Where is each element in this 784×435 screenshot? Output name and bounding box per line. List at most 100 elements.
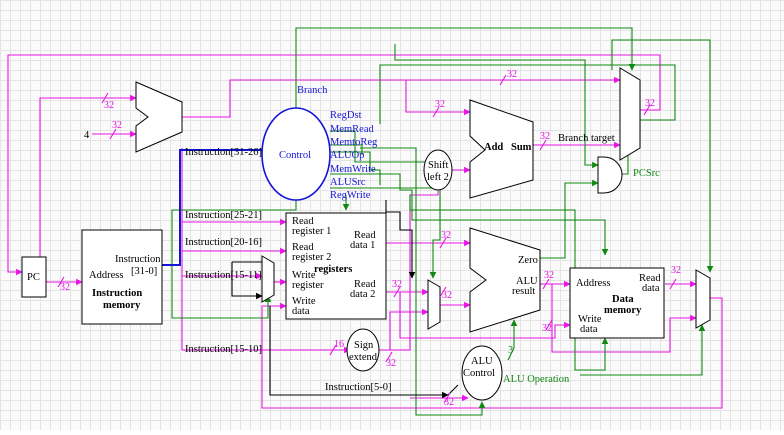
sum-label: Sum <box>511 142 532 153</box>
dmem-write-label-2: data <box>580 324 598 335</box>
width-pc4-mux: 32 <box>507 69 517 80</box>
width-pc-adder: 32 <box>104 100 114 111</box>
width-mux-out: 32 <box>645 98 655 109</box>
pcsrc-label: PCSrc <box>633 168 660 179</box>
branch-target-label: Branch target <box>558 133 615 144</box>
read-data-2-a: Read <box>354 279 376 290</box>
pcsrc-mux <box>619 67 641 161</box>
field-31-26: Instruction[31-26] <box>185 147 262 158</box>
black-wires <box>231 200 459 399</box>
read-data-1-a: Read <box>354 230 376 241</box>
writeback-mux <box>695 269 711 329</box>
dmem-read-label-1: Read <box>639 273 661 284</box>
alusrc-mux <box>427 279 441 330</box>
field-20-16: Instruction[20-16] <box>185 237 262 248</box>
signal-regdst: RegDst <box>330 110 362 121</box>
read-register-2-a: Read <box>292 242 314 253</box>
width-read-data-2: 32 <box>392 279 402 290</box>
width-alu-op: 3 <box>508 345 513 356</box>
read-register-1-b: register 1 <box>292 226 331 237</box>
regdst-mux <box>261 255 275 303</box>
write-data-a: Write <box>292 296 316 307</box>
control-label: Control <box>279 150 311 161</box>
signal-memtoreg: MemtoReg <box>330 137 378 148</box>
control-unit <box>261 107 331 201</box>
bus-width-labels: 32 32 32 32 32 32 32 32 32 32 32 32 32 1… <box>60 69 681 408</box>
signal-regwrite: RegWrite <box>330 190 371 201</box>
write-register-b: register <box>292 280 324 291</box>
field-25-21: Instruction[25-21] <box>185 210 262 221</box>
instruction-field-labels: Instruction[31-26] Instruction[25-21] In… <box>185 147 391 393</box>
signal-memread: MemRead <box>330 124 374 135</box>
control-signal-labels: Branch RegDst MemRead MemtoReg ALUOp Mem… <box>297 85 378 201</box>
instruction-bus <box>162 144 280 266</box>
register-file <box>285 212 387 320</box>
shift-left-2 <box>423 149 453 191</box>
width-write-data: 32 <box>542 323 552 334</box>
alu-control-label-2: Control <box>463 368 495 379</box>
instruction-memory <box>81 229 163 325</box>
dmem-read-label-2: data <box>642 283 660 294</box>
alu-result-label-1: ALU <box>516 276 538 287</box>
add-label: Add <box>484 142 503 153</box>
alu-control-label-1: ALU <box>471 356 493 367</box>
dmem-title-1: Data <box>612 294 634 305</box>
branch-adder <box>469 99 534 199</box>
sign-extend-label-1: Sign <box>354 340 374 351</box>
field-15-11: Instruction[15-11] <box>185 270 262 281</box>
width-sum: 32 <box>540 131 550 142</box>
pc-adder <box>135 81 183 153</box>
width-pc-imem: 32 <box>60 282 70 293</box>
signal-alusrc: ALUSrc <box>330 177 366 188</box>
imem-title-1: Instruction <box>92 288 142 299</box>
bus-width-ticks <box>57 74 677 404</box>
read-data-1-b: data 1 <box>350 240 375 251</box>
dmem-title-2: memory <box>604 305 642 316</box>
block-labels: PC Address Instruction [31-0] Instructio… <box>27 130 661 385</box>
alu-operation-label: ALU Operation <box>503 374 570 385</box>
imem-address-label: Address <box>89 270 123 281</box>
data-buses <box>7 54 723 409</box>
registers-title: registers <box>314 264 352 275</box>
shift-label-1: Shift <box>428 160 449 171</box>
dmem-write-label-1: Write <box>578 314 602 325</box>
imem-instruction-label: Instruction <box>115 254 161 265</box>
signal-branch: Branch <box>297 85 328 96</box>
write-data-b: data <box>292 306 310 317</box>
read-data-2-b: data 2 <box>350 289 375 300</box>
alu-zero-label: Zero <box>518 255 538 266</box>
sign-extend-label-2: extend <box>349 352 378 363</box>
shift-label-2: left 2 <box>427 172 449 183</box>
control-lines <box>171 27 714 416</box>
imem-instruction-range: [31-0] <box>131 266 157 277</box>
write-register-a: Write <box>292 270 316 281</box>
alu-control <box>461 345 503 401</box>
signal-memwrite: MemWrite <box>330 164 376 175</box>
read-register-2-b: register 2 <box>292 252 331 263</box>
width-sign-out: 32 <box>386 358 396 369</box>
field-5-0: Instruction[5-0] <box>325 382 391 393</box>
width-read-data-1: 32 <box>441 230 451 241</box>
pc-register <box>21 256 47 298</box>
alu <box>469 227 541 333</box>
alu-result-label-2: result <box>512 286 535 297</box>
field-15-10: Instruction[15-10] <box>185 344 262 355</box>
pc-label: PC <box>27 272 40 283</box>
read-register-1-a: Read <box>292 216 314 227</box>
dmem-address-label: Address <box>576 278 610 289</box>
signal-aluop: ALUOp <box>330 150 364 161</box>
width-sign-in: 16 <box>334 339 344 350</box>
width-alusrc: 32 <box>442 290 452 301</box>
branch-and-gate <box>597 156 623 194</box>
width-pc4-adder: 32 <box>435 99 445 110</box>
constant-four-label: 4 <box>84 130 90 141</box>
width-funct: 32 <box>444 397 454 408</box>
width-read-data: 32 <box>671 265 681 276</box>
width-alu-result: 32 <box>544 270 554 281</box>
data-memory <box>569 267 665 339</box>
sign-extend <box>346 328 380 372</box>
width-four: 32 <box>112 120 122 131</box>
imem-title-2: memory <box>103 300 141 311</box>
